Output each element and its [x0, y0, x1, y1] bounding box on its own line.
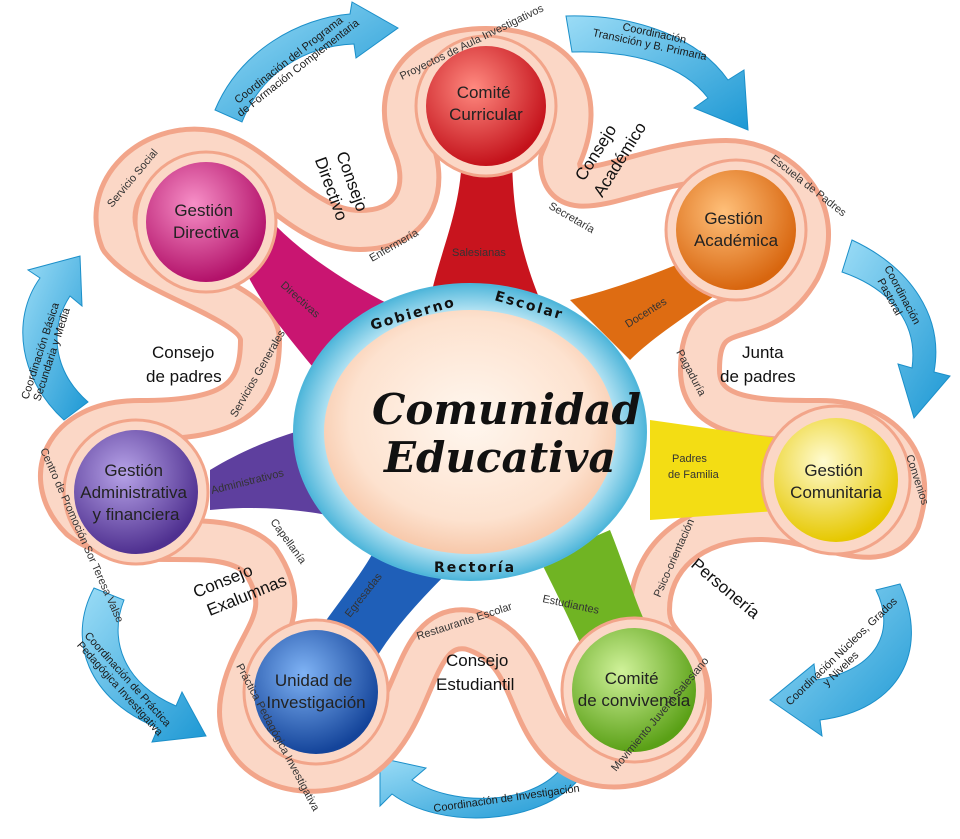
- node-unidad-investigacion[interactable]: Unidad de Investigación: [242, 618, 390, 766]
- connector-orange: [570, 260, 720, 360]
- node-gestion-administrativa-line2: Administrativa: [80, 483, 187, 502]
- arrow-programa-complementaria: Coordinación del Programa de Formación C…: [214, 1, 399, 123]
- connector-label-de-familia: de Familia: [668, 469, 720, 481]
- center-hub: Gobierno Escolar Rectoría Comunidad Educ…: [293, 283, 647, 581]
- connector-yellow: [650, 420, 790, 520]
- svg-text:Comité Curricular: Comité Curricular: [449, 83, 523, 124]
- node-gestion-administrativa[interactable]: Gestión Administrativa y financiera: [62, 418, 210, 566]
- node-gestion-administrativa-line1: Gestión: [104, 461, 163, 480]
- node-comite-convivencia-line1: Comité: [605, 669, 659, 688]
- arrow-basica-media: Coordinación Básica Secundaria y Media: [19, 255, 89, 421]
- council-personeria: Personería: [687, 555, 763, 623]
- center-title-comunidad: Comunidad: [372, 385, 641, 434]
- node-comite-curricular-line1: Comité: [457, 83, 511, 102]
- node-gestion-academica-line2: Académica: [694, 231, 779, 250]
- connector-label-padres-familia: Padres de Familia: [668, 453, 720, 481]
- arrow-pastoral: Coordinación Pastoral: [841, 239, 951, 420]
- node-comite-convivencia[interactable]: Comité de convivencia: [560, 616, 708, 764]
- connector-red: [430, 150, 540, 300]
- node-comite-convivencia-line2: de convivencia: [578, 691, 691, 710]
- node-unidad-investigacion-line2: Investigación: [266, 693, 365, 712]
- node-gestion-directiva-line1: Gestión: [174, 201, 233, 220]
- council-consejo-padres-1: Consejo: [152, 343, 214, 362]
- node-unidad-investigacion-line1: Unidad de: [275, 671, 353, 690]
- arrow-nucleos-grados: Coordinación Núcleos, Grados y Niveles: [769, 583, 912, 738]
- node-gestion-comunitaria-line2: Comunitaria: [790, 483, 882, 502]
- node-gestion-comunitaria[interactable]: Gestión Comunitaria: [760, 404, 912, 556]
- connector-label-salesianas: Salesianas: [452, 247, 506, 259]
- node-gestion-academica-line1: Gestión: [704, 209, 763, 228]
- node-gestion-directiva[interactable]: Gestión Directiva: [134, 150, 278, 294]
- svg-text:Gestión Administrativa: Gestión Administrativa y financiera: [80, 461, 192, 524]
- node-comite-curricular-line2: Curricular: [449, 105, 523, 124]
- connector-label-padres: Padres: [672, 453, 707, 465]
- node-gestion-directiva-line2: Directiva: [173, 223, 240, 242]
- arrow-practica-pedagogica: Coordinación de Práctica Pedagógica Inve…: [73, 587, 207, 743]
- council-consejo-estudiantil-2: Estudiantil: [436, 675, 514, 694]
- svg-text:Gestión Académica: Gestión Académica: [694, 209, 779, 250]
- center-ring-rectoria: Rectoría: [434, 560, 516, 576]
- center-title-educativa: Educativa: [383, 433, 616, 482]
- svg-text:Comité de convivencia: Comité de convivencia: [578, 669, 691, 710]
- council-junta-padres-2: de padres: [720, 367, 796, 386]
- node-comite-curricular[interactable]: Comité Curricular: [414, 34, 558, 178]
- arrow-investigacion: Coordinación de Investigación: [379, 757, 581, 819]
- svg-text:Coordinación de Práctica: Coordinación de Práctica Pedagógica Inve…: [73, 630, 175, 740]
- council-consejo-estudiantil: Consejo Estudiantil: [436, 651, 514, 694]
- node-gestion-academica[interactable]: Gestión Académica: [664, 158, 808, 302]
- node-gestion-administrativa-line3: y financiera: [93, 505, 180, 524]
- svg-text:Unidad de Investigación: Unidad de Investigación: [266, 671, 365, 712]
- svg-text:Gestión Comunitaria: Gestión Comunitaria: [790, 461, 882, 502]
- council-consejo-padres: Consejo de padres: [146, 343, 222, 386]
- council-consejo-padres-2: de padres: [146, 367, 222, 386]
- svg-text:Gestión Directiva: Gestión Directiva: [173, 201, 240, 242]
- council-junta-padres: Junta de padres: [720, 343, 796, 386]
- council-consejo-estudiantil-1: Consejo: [446, 651, 508, 670]
- node-gestion-comunitaria-line1: Gestión: [804, 461, 863, 480]
- council-junta-padres-1: Junta: [742, 343, 784, 362]
- outer-band: [38, 26, 928, 794]
